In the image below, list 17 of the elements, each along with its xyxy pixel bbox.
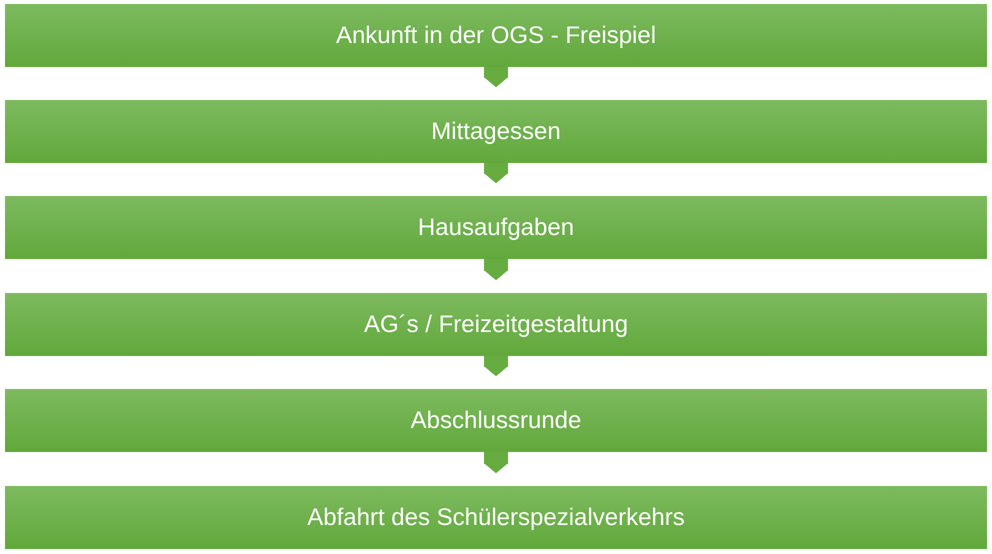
arrow xyxy=(484,259,508,280)
step-label: Ankunft in der OGS - Freispiel xyxy=(336,20,656,50)
step-label: Abfahrt des Schülerspezialverkehrs xyxy=(307,502,685,532)
arrow xyxy=(484,452,508,474)
arrow xyxy=(484,67,508,88)
step-label: Hausaufgaben xyxy=(418,212,574,242)
process-box xyxy=(5,389,987,452)
step-label: Abschlussrunde xyxy=(410,406,582,436)
step-label: Mittagessen xyxy=(431,116,561,146)
arrow xyxy=(484,163,508,184)
step-label: AG´s / Freizeitgestaltung xyxy=(364,310,628,340)
process-box xyxy=(5,293,987,356)
arrow xyxy=(484,356,508,376)
process-box xyxy=(5,100,987,163)
process-box xyxy=(5,4,987,67)
process-box xyxy=(5,196,987,259)
process-box xyxy=(5,486,987,549)
